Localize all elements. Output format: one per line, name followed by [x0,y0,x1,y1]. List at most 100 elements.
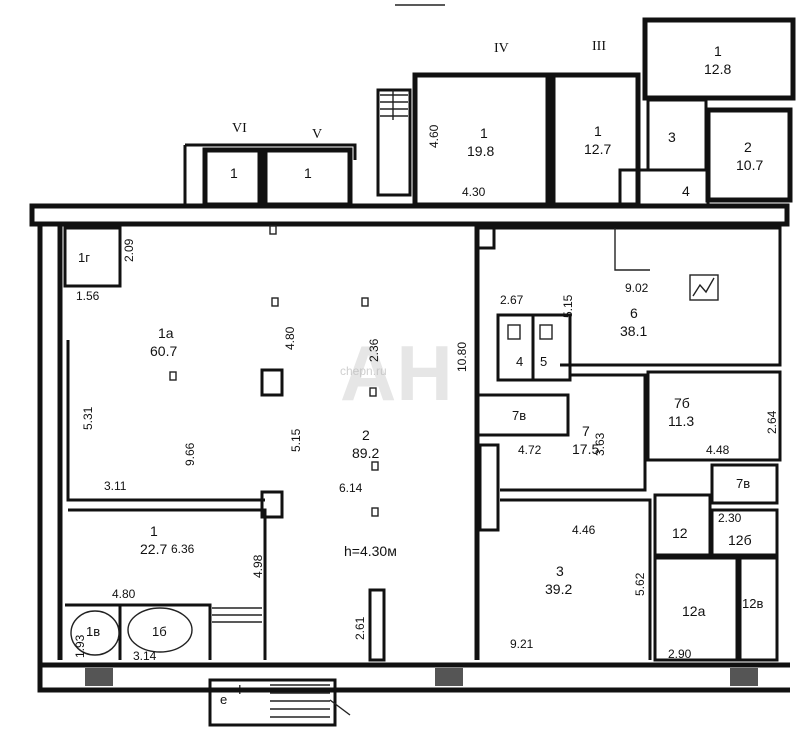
dim-2-64: 2.64 [765,410,779,434]
dim-2-30: 2.30 [718,511,742,525]
label-upper-1a-num: 1 [480,125,488,141]
dim-4-80a: 4.80 [283,326,297,350]
dim-5-31: 5.31 [81,406,95,430]
south-wall [37,665,790,693]
dim-4-48: 4.48 [706,443,730,457]
label-wc-4: 4 [516,354,523,369]
marker [369,387,377,397]
dim-5-62: 5.62 [633,572,647,596]
stair-lines-1 [212,607,262,623]
dim-1-93: 1.93 [73,634,87,658]
room-upper-12-8 [642,17,796,101]
room-7v-left [476,393,570,437]
column-1 [260,368,284,397]
label-small-1-left: 1 [230,165,238,181]
dim-2-67: 2.67 [500,293,524,307]
dim-9-66: 9.66 [183,442,197,466]
label-upper-1c-num: 1 [714,43,722,59]
pier-261 [368,588,386,662]
room-12a [653,556,739,662]
main-outer-wall [37,224,790,668]
room-7b [646,370,782,462]
label-upper-1b-num: 1 [594,123,602,139]
roman-iv: IV [494,41,509,56]
window-hatch-3 [730,668,758,686]
dim-4-72: 4.72 [518,443,542,457]
room-12v [738,556,779,662]
roman-iii: III [592,39,606,54]
dim-3-11: 3.11 [104,479,127,493]
label-e: е [220,692,227,707]
room-7-wall [500,373,647,492]
label-upper-2-num: 2 [744,139,752,155]
marker [169,371,177,381]
dim-5-15a: 5.15 [289,428,303,452]
label-1a-area: 60.7 [150,343,177,359]
label-upper-3: 3 [668,129,676,145]
dim-3-63: 3.63 [593,432,607,456]
room-12b [710,508,779,557]
label-2-area: 89.2 [352,445,379,461]
room-upper-10-7 [705,107,793,203]
dim-4-80b: 4.80 [112,587,136,601]
label-upper-4: 4 [682,183,690,199]
marker [371,507,379,517]
dim-10-80: 10.80 [455,342,469,372]
room-7v-right [710,463,779,505]
marker [371,461,379,471]
entrance-steps [270,684,330,718]
label-1b: 1б [152,624,167,639]
panel-zigzag [692,277,715,297]
label-3-area: 39.2 [545,581,572,597]
dim-6-14: 6.14 [339,481,363,495]
label-upper-2-area: 10.7 [736,157,763,173]
label-wc-5: 5 [540,354,547,369]
dim-2-09: 2.09 [122,238,136,262]
room-6-inner-line [614,228,650,271]
room-1v-1b-wall [65,603,212,660]
dim-2-90: 2.90 [668,647,692,661]
main-north-wall [29,203,790,227]
dim-9-21: 9.21 [510,637,534,651]
dim-5-15b: 5.15 [561,294,575,318]
room-upper-4 [618,168,710,207]
room-1g [63,226,122,288]
label-7-area: 17.5 [572,441,599,457]
dim-9-02: 9.02 [625,281,649,295]
window-hatch-1 [85,668,113,686]
ceiling-height-note: h=4.30м [344,543,397,559]
label-7b-area: 11.3 [668,413,694,429]
label-upper-1a-area: 19.8 [467,143,494,159]
label-i: I [238,682,242,697]
label-12: 12 [672,525,688,541]
stair-steps [380,90,408,120]
wc-5-toilet [539,324,553,340]
marker [271,297,279,307]
roman-vi: VI [232,121,247,136]
label-7-num: 7 [582,423,590,439]
room-1v-circle [70,610,120,656]
dim-2-36: 2.36 [367,338,381,362]
marker [361,297,369,307]
dim-3-14: 3.14 [133,649,157,663]
dim-6-36: 6.36 [171,542,195,556]
label-7v-left: 7в [512,408,526,423]
dim-4-30: 4.30 [462,185,486,199]
electrical-panel-icon [689,274,719,301]
corridor-pier [478,443,500,532]
room-12 [653,493,712,557]
label-6-area: 38.1 [620,323,647,339]
entrance-stair [208,678,337,727]
column-3 [476,226,496,250]
label-1a-num: 1а [158,325,174,341]
room-1-wall [68,508,267,660]
wc-4-toilet [507,324,521,340]
label-7v-right: 7в [736,476,750,491]
label-1-num: 1 [150,523,158,539]
roman-v: V [312,127,322,142]
label-1-area: 22.7 [140,541,167,557]
window-hatch-2 [435,668,463,686]
label-small-1-right: 1 [304,165,312,181]
label-12a: 12а [682,603,706,619]
